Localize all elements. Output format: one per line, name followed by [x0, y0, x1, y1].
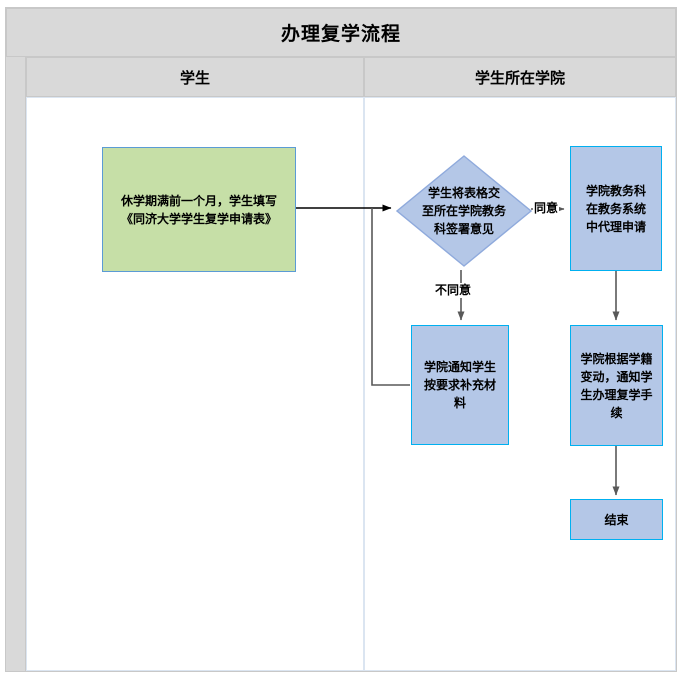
node-notify-supplement-materials[interactable]: 学院通知学生 按要求补充材 料 [411, 325, 509, 445]
node-label: 结束 [604, 512, 629, 527]
node-label: 学院通知学生 按要求补充材 料 [423, 360, 496, 410]
node-proxy-application[interactable]: 学院教务科 在教务系统 中代理申请 [570, 146, 662, 271]
node-label: 学院根据学籍 变动，通知学 生办理复学手 续 [580, 351, 653, 420]
edge-label-disagree: 不同意 [434, 283, 473, 298]
node-decision-submit-form[interactable]: 学生将表格交 至所在学院教务 科签署意见 [396, 155, 532, 267]
node-label: 学生将表格交 至所在学院教务 科签署意见 [421, 186, 506, 236]
edge-label-agree: 同意 [533, 201, 560, 216]
node-end[interactable]: 结束 [570, 499, 663, 540]
node-label: 学院教务科 在教务系统 中代理申请 [585, 183, 646, 234]
pool-label-strip [6, 57, 26, 671]
diamond-shape [396, 155, 532, 267]
node-notify-resume-procedure[interactable]: 学院根据学籍 变动，通知学 生办理复学手 续 [570, 325, 663, 446]
diagram-title: 办理复学流程 [6, 8, 676, 57]
lane-header-student: 学生 [26, 57, 364, 97]
lane-header-college: 学生所在学院 [364, 57, 676, 97]
node-label: 休学期满前一个月，学生填写 《同济大学学生复学申请表》 [120, 193, 277, 226]
node-fill-application[interactable]: 休学期满前一个月，学生填写 《同济大学学生复学申请表》 [102, 147, 296, 272]
